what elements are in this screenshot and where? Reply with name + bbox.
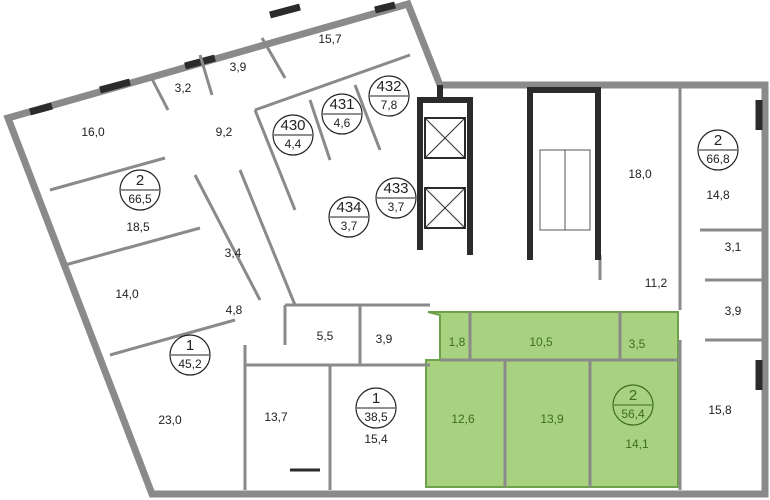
svg-text:433: 433 xyxy=(383,180,408,197)
svg-text:66,5: 66,5 xyxy=(128,192,152,206)
storage-unit-430[interactable]: 430 4,4 xyxy=(272,114,314,156)
room-area: 3,9 xyxy=(376,332,393,346)
svg-text:45,2: 45,2 xyxy=(178,357,202,371)
svg-text:3,7: 3,7 xyxy=(341,219,358,233)
room-area: 5,5 xyxy=(317,329,334,343)
svg-text:4,6: 4,6 xyxy=(334,116,351,130)
apartment-badge[interactable]: 1 38,5 xyxy=(355,387,397,429)
apartment-badge-highlighted[interactable]: 2 56,4 xyxy=(612,384,654,426)
room-area: 11,2 xyxy=(645,276,668,290)
room-area: 10,5 xyxy=(529,335,553,349)
outer-wall xyxy=(3,0,769,498)
room-area: 3,2 xyxy=(175,81,192,95)
room-area: 23,0 xyxy=(158,413,182,427)
highlighted-apartment[interactable] xyxy=(425,311,679,488)
room-area: 15,8 xyxy=(708,403,732,417)
svg-text:66,8: 66,8 xyxy=(706,152,730,166)
room-area: 13,7 xyxy=(264,410,288,424)
storage-unit-431[interactable]: 431 4,6 xyxy=(321,93,363,135)
svg-text:3,7: 3,7 xyxy=(388,200,405,214)
room-area: 14,8 xyxy=(706,188,730,202)
apartment-badge[interactable]: 2 66,5 xyxy=(119,169,161,211)
storage-unit-433[interactable]: 433 3,7 xyxy=(375,177,417,219)
storage-unit-434[interactable]: 434 3,7 xyxy=(328,196,370,238)
svg-text:432: 432 xyxy=(376,78,401,95)
apartment-badge[interactable]: 1 45,2 xyxy=(169,334,211,376)
room-area: 3,9 xyxy=(725,304,742,318)
apartment-badge[interactable]: 2 66,8 xyxy=(697,129,739,171)
svg-text:7,8: 7,8 xyxy=(381,98,398,112)
svg-text:430: 430 xyxy=(280,117,305,134)
svg-text:1: 1 xyxy=(372,390,380,407)
room-area: 16,0 xyxy=(81,125,105,139)
room-area: 9,2 xyxy=(216,125,233,139)
room-area: 3,1 xyxy=(725,240,742,254)
room-area: 18,0 xyxy=(628,167,652,181)
room-area: 15,4 xyxy=(364,432,388,446)
room-area: 12,6 xyxy=(451,412,475,426)
room-area: 18,5 xyxy=(126,220,150,234)
svg-text:4,4: 4,4 xyxy=(285,137,302,151)
stair-elevator-core xyxy=(417,85,601,260)
room-area: 1,8 xyxy=(449,335,466,349)
storage-unit-432[interactable]: 432 7,8 xyxy=(368,75,410,117)
room-area: 3,5 xyxy=(629,337,646,351)
svg-text:2: 2 xyxy=(629,387,637,404)
room-area: 4,8 xyxy=(226,303,243,317)
svg-text:38,5: 38,5 xyxy=(364,410,388,424)
windows xyxy=(29,1,763,472)
room-area: 15,7 xyxy=(318,32,342,46)
svg-text:434: 434 xyxy=(336,199,361,216)
svg-text:2: 2 xyxy=(136,172,144,189)
room-area: 13,9 xyxy=(540,412,564,426)
room-area: 3,4 xyxy=(225,246,242,260)
room-labels: 15,7 3,9 3,2 16,0 9,2 18,5 3,4 14,0 4,8 … xyxy=(81,32,741,446)
room-area: 3,9 xyxy=(230,60,247,74)
interior-walls xyxy=(49,37,765,490)
room-area: 14,1 xyxy=(625,437,649,451)
svg-text:1: 1 xyxy=(186,337,194,354)
svg-text:56,4: 56,4 xyxy=(621,407,645,421)
svg-text:2: 2 xyxy=(714,132,722,149)
highlighted-room-labels: 1,8 10,5 3,5 12,6 13,9 14,1 xyxy=(449,335,649,451)
room-area: 14,0 xyxy=(115,287,139,301)
svg-text:431: 431 xyxy=(329,96,354,113)
